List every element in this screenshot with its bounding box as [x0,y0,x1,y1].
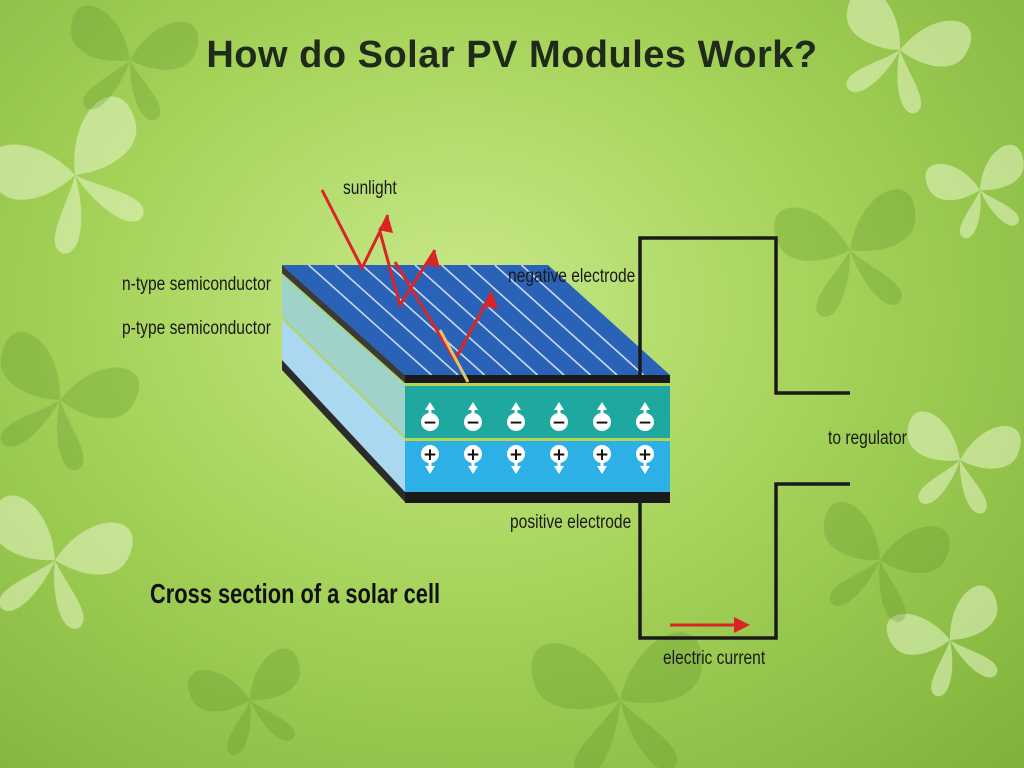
arrow-down-icon [554,466,564,474]
arrowhead-icon [378,215,393,233]
arrow-up-icon [640,402,650,410]
diagram-caption: Cross section of a solar cell [150,578,441,609]
ray-arrowheads [378,215,498,309]
p-type-label: p-type semiconductor [122,318,271,339]
grid-line [308,264,433,376]
hole-charge: + [636,445,654,474]
charge-sign: + [595,445,609,465]
arrow-up-icon [511,402,521,410]
arrowhead-icon [482,292,498,309]
n-type-label: n-type semiconductor [122,274,271,295]
reflected-ray [378,231,437,309]
hole-charge: + [550,445,568,474]
positive-electrode-front [405,492,670,503]
grid-line [441,264,565,376]
charge-sign: + [423,445,437,465]
charge-sign: + [552,445,566,465]
positive-electrode-label: positive electrode [510,512,632,533]
p-layer-front [405,441,670,492]
charge-sign: − [509,413,523,433]
grid-line [467,264,592,376]
hole-charge: + [464,445,482,474]
arrow-down-icon [468,466,478,474]
p-layer-charges: + + + + + + [421,445,654,474]
charge-sign: − [552,413,566,433]
reflected-ray [320,189,390,272]
electron-charge: − [464,402,482,433]
bottom-electrode-side [282,360,405,502]
charge-sign: − [595,413,609,433]
charge-sign: − [466,413,480,433]
arrow-up-icon [597,402,607,410]
hole-charge: + [593,445,611,474]
grid-line [494,264,618,376]
slide-title: How do Solar PV Modules Work? [206,34,818,76]
arrow-down-icon [640,466,650,474]
hole-charge: + [421,445,439,474]
grid-line [520,264,645,376]
p-layer-side [282,318,405,492]
charge-sign: − [638,413,652,433]
n-layer-front [405,386,670,438]
sunlight-rays [320,189,494,383]
circuit-wire-top [638,236,850,395]
top-cap-side [282,265,405,384]
sunlight-label: sunlight [343,178,397,199]
n-layer-charges: −−−−−− [421,402,654,433]
absorbed-ray [438,329,470,383]
circuit-wire-bottom [638,482,850,640]
hole-charge: + [507,445,525,474]
electron-charge: − [421,402,439,433]
arrow-up-icon [554,402,564,410]
arrowhead-icon [425,250,440,268]
arrow-down-icon [425,466,435,474]
charge-sign: + [509,445,523,465]
electron-charge: − [636,402,654,433]
charge-sign: + [466,445,480,465]
electric-current-label: electric current [663,648,766,669]
grid-line [334,264,459,376]
electron-charge: − [550,402,568,433]
grid-line [361,264,486,376]
n-layer-side [282,274,405,438]
arrow-up-icon [468,402,478,410]
charge-sign: + [638,445,652,465]
arrow-up-icon [425,402,435,410]
electron-charge: − [507,402,525,433]
electron-charge: − [593,402,611,433]
arrow-right-icon [734,617,750,633]
negative-electrode-front [405,375,670,383]
arrow-down-icon [511,466,521,474]
negative-electrode-label: negative electrode [508,266,636,287]
to-regulator-label: to regulator [828,428,907,449]
arrow-down-icon [597,466,607,474]
charge-sign: − [423,413,437,433]
